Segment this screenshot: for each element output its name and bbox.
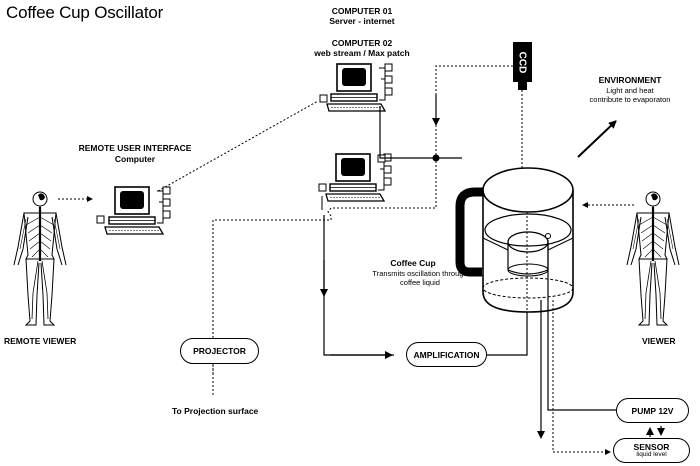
remote-ui-heading: REMOTE USER INTERFACE [78, 143, 192, 153]
projection-surface-label: To Projection surface [172, 406, 259, 416]
remote-computer-icon [104, 186, 171, 235]
environment-heading: ENVIRONMENT [598, 75, 662, 85]
connector-port [319, 94, 328, 103]
sensor-node: SENSOR liquid level [613, 438, 690, 463]
solid-link [547, 240, 616, 411]
remote-viewer-figure [12, 190, 68, 327]
coffee-cup-illustration [455, 167, 574, 313]
connector-port [318, 183, 327, 192]
computer-01-heading: COMPUTER 01 [331, 6, 393, 16]
computer-02-subtitle: web stream / Max patch [314, 48, 410, 58]
coffee-cup-heading: Coffee Cup [390, 258, 436, 268]
sensor-sublabel: liquid level [636, 450, 667, 458]
remote-viewer-label: REMOTE VIEWER [4, 336, 77, 346]
connector-port [96, 215, 105, 224]
environment-line1: Light and heat [606, 86, 654, 95]
coffee-cup-line1: Transmits oscillation through [372, 269, 468, 278]
pump-node: PUMP 12V [616, 398, 689, 423]
computer-01-subtitle: Server - internet [329, 16, 395, 26]
computer-01-icon [326, 63, 393, 112]
ccd-label: CCD [516, 51, 528, 73]
dotted-link [157, 100, 319, 192]
solid-link [487, 310, 528, 356]
viewer-label: VIEWER [642, 336, 676, 346]
amplification-node: AMPLIFICATION [406, 342, 487, 367]
diagram-title: Coffee Cup Oscillator [6, 3, 164, 22]
coffee-cup-line2: coffee liquid [400, 278, 440, 287]
solid-link [379, 106, 462, 159]
computer-02-heading: COMPUTER 02 [331, 38, 393, 48]
ccd-label-wrap: CCD [512, 44, 532, 80]
junction-node [432, 154, 440, 162]
environment-line2: contribute to evaporaton [589, 95, 671, 104]
viewer-figure [625, 190, 681, 327]
sensor-label: SENSOR [633, 441, 670, 452]
dotted-link [212, 65, 513, 375]
environment-arrow [577, 120, 617, 158]
remote-ui-subtitle: Computer [114, 154, 156, 164]
projector-node: PROJECTOR [180, 338, 259, 364]
ccd-camera-icon [513, 42, 532, 82]
